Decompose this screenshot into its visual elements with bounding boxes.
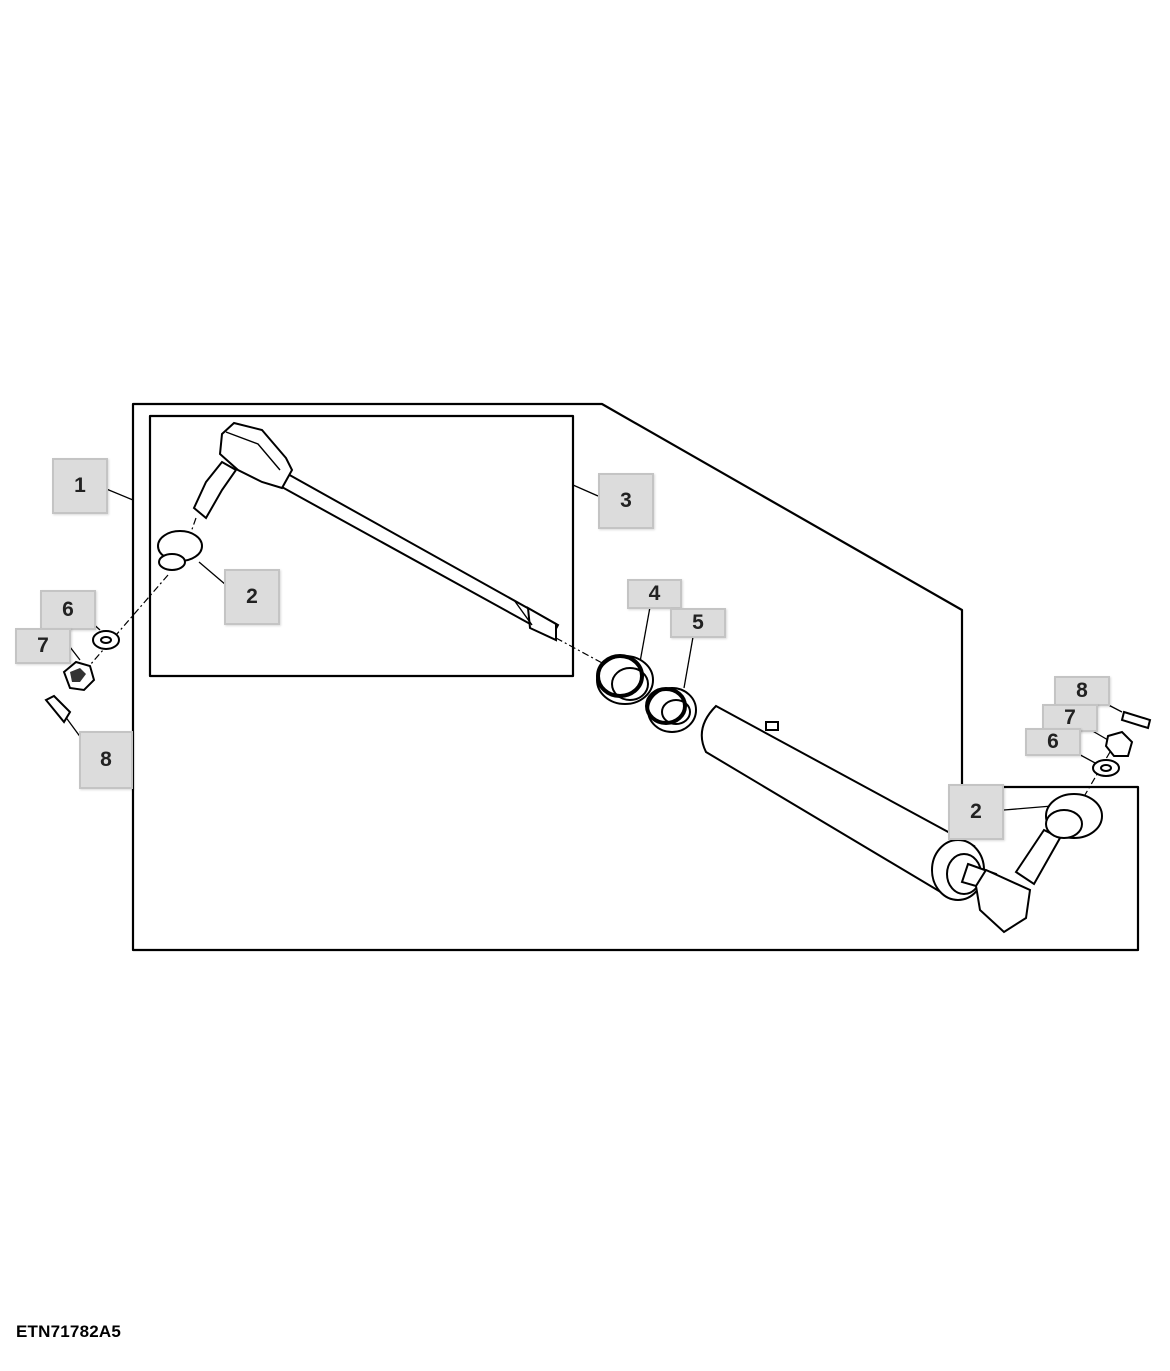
cotter-pin-left	[44, 694, 72, 724]
callout-7-right[interactable]: 7	[1042, 704, 1098, 732]
callout-8-right[interactable]: 8	[1054, 676, 1110, 706]
callout-8-left[interactable]: 8	[79, 731, 133, 789]
cylinder-body	[700, 704, 976, 896]
callout-6-left[interactable]: 6	[40, 590, 96, 630]
callout-5[interactable]: 5	[670, 608, 726, 638]
callout-2-left[interactable]: 2	[224, 569, 280, 625]
figure-id-label: ETN71782A5	[16, 1322, 122, 1341]
tie-rod-end-right	[974, 868, 1032, 934]
assembly-outline	[131, 402, 1140, 952]
tie-rod-end-left	[218, 421, 294, 490]
tie-rod-stud-left	[192, 460, 238, 520]
callout-4[interactable]: 4	[627, 579, 682, 609]
nut-right	[1104, 730, 1134, 757]
rod-subassembly-outline	[148, 414, 575, 678]
callout-6-right[interactable]: 6	[1025, 728, 1081, 756]
callout-7-left[interactable]: 7	[15, 628, 71, 664]
tie-rod-tube	[278, 471, 560, 638]
callout-1[interactable]: 1	[52, 458, 108, 514]
cotter-pin-right	[1120, 710, 1152, 730]
tie-rod-stud-right	[1014, 828, 1062, 886]
callout-3[interactable]: 3	[598, 473, 654, 529]
callout-2-right[interactable]: 2	[948, 784, 1004, 840]
